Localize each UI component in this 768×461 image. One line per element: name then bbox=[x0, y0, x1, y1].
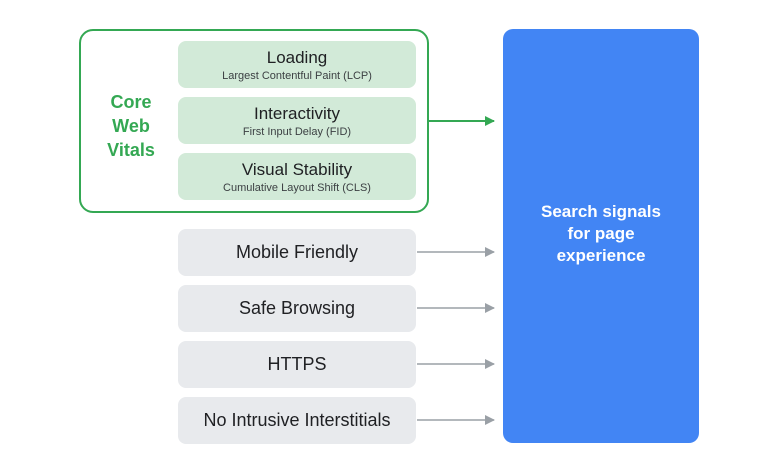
visual-stability-box: Visual Stability Cumulative Layout Shift… bbox=[178, 153, 416, 200]
mobile-friendly-box: Mobile Friendly bbox=[178, 229, 416, 276]
safe-browsing-box: Safe Browsing bbox=[178, 285, 416, 332]
interactivity-subtitle: First Input Delay (FID) bbox=[242, 126, 352, 138]
search-signals-box: Search signals for page experience bbox=[503, 29, 699, 443]
visual-stability-title: Visual Stability bbox=[241, 160, 353, 179]
interactivity-box: Interactivity First Input Delay (FID) bbox=[178, 97, 416, 144]
loading-subtitle: Largest Contentful Paint (LCP) bbox=[222, 70, 372, 82]
search-signals-label: Search signals for page experience bbox=[503, 201, 699, 267]
interactivity-title: Interactivity bbox=[254, 104, 340, 123]
loading-box: Loading Largest Contentful Paint (LCP) bbox=[178, 41, 416, 88]
https-box: HTTPS bbox=[178, 341, 416, 388]
loading-title: Loading bbox=[266, 48, 328, 67]
visual-stability-subtitle: Cumulative Layout Shift (CLS) bbox=[223, 182, 371, 194]
search-signals-label-line: for page bbox=[567, 224, 635, 243]
core-web-vitals-label: Core Web Vitals bbox=[95, 90, 167, 162]
no-intrusive-interstitials-box: No Intrusive Interstitials bbox=[178, 397, 416, 444]
core-web-vitals-group bbox=[79, 29, 429, 213]
core-web-vitals-label-line: Core bbox=[110, 92, 152, 112]
search-signals-label-line: experience bbox=[556, 246, 646, 265]
search-signals-label-line: Search signals bbox=[540, 202, 661, 221]
core-web-vitals-label-line: Vitals bbox=[107, 140, 155, 160]
core-web-vitals-label-line: Web bbox=[112, 116, 150, 136]
